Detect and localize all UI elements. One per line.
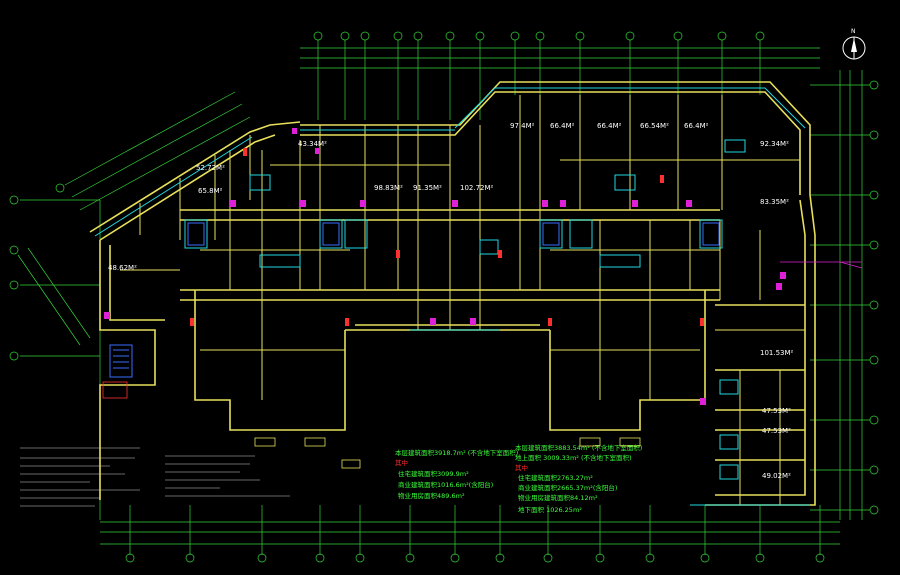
room-area-label: 66.4M² [550,122,575,130]
room-area-label: 92.34M² [760,140,789,148]
room-area-label: 48.62M² [108,264,137,272]
magenta-markers [104,128,786,405]
note-left-sub: 其中 [395,458,408,467]
room-area-label: 65.8M² [198,187,223,195]
general-notes [20,447,290,507]
red-markers [190,148,704,326]
red-outline-box [102,381,128,399]
north-arrow-icon: N [842,28,866,60]
room-area-label: 47.53M² [762,427,791,435]
room-area-label: 66.4M² [684,122,709,130]
note-right-last: 地下面积 1026.25m² [518,505,582,514]
interior-partitions [120,95,805,505]
note-right-line: 商业建筑面积2665.37m²(含阳台) [518,483,617,492]
room-area-label: 83.35M² [760,198,789,206]
note-right-title: 本层建筑面积3883.54m² (不含地下室面积) [515,443,642,452]
room-area-label: 49.02M² [762,472,791,480]
note-right-sub2: 其中 [515,463,528,472]
note-right-line: 住宅建筑面积2763.27m² [518,473,593,482]
room-area-label: 97.4M² [510,122,535,130]
note-left-title: 本层建筑面积3918.7m² (不含地下室面积) [395,448,518,457]
room-area-label: 66.4M² [597,122,622,130]
note-left-line: 物业用房面积489.6m² [398,491,465,500]
room-area-label: 91.35M² [413,184,442,192]
room-area-labels: 43.34M² 52.72M² 65.8M² 98.83M² 91.35M² 1… [108,122,794,480]
area-summary-notes: 本层建筑面积3918.7m² (不含地下室面积) 其中 住宅建筑面积3099.9… [395,443,642,514]
note-left-line: 商业建筑面积1016.6m²(含阳台) [398,480,493,489]
room-area-label: 52.72M² [196,164,225,172]
note-right-sub: 地上面积 3009.33m² (不含地下室面积) [515,453,632,462]
note-left-line: 住宅建筑面积3099.9m² [398,469,469,478]
note-right-line: 物业用房建筑面积84.12m² [518,493,598,502]
room-area-label: 102.72M² [460,184,494,192]
windows-fixtures [94,87,810,506]
room-area-label: 98.83M² [374,184,403,192]
annotation-leaders [780,261,863,269]
stair-blocks [109,222,720,378]
axis-grid [17,40,870,555]
room-area-label: 43.34M² [298,140,327,148]
axis-bubbles [9,31,879,563]
entrance-markers [254,437,641,469]
room-area-label: 66.54M² [640,122,669,130]
exterior-walls [89,81,816,506]
north-label: N [851,28,856,35]
room-area-label: 101.53M² [760,349,794,357]
room-area-label: 47.53M² [762,407,791,415]
